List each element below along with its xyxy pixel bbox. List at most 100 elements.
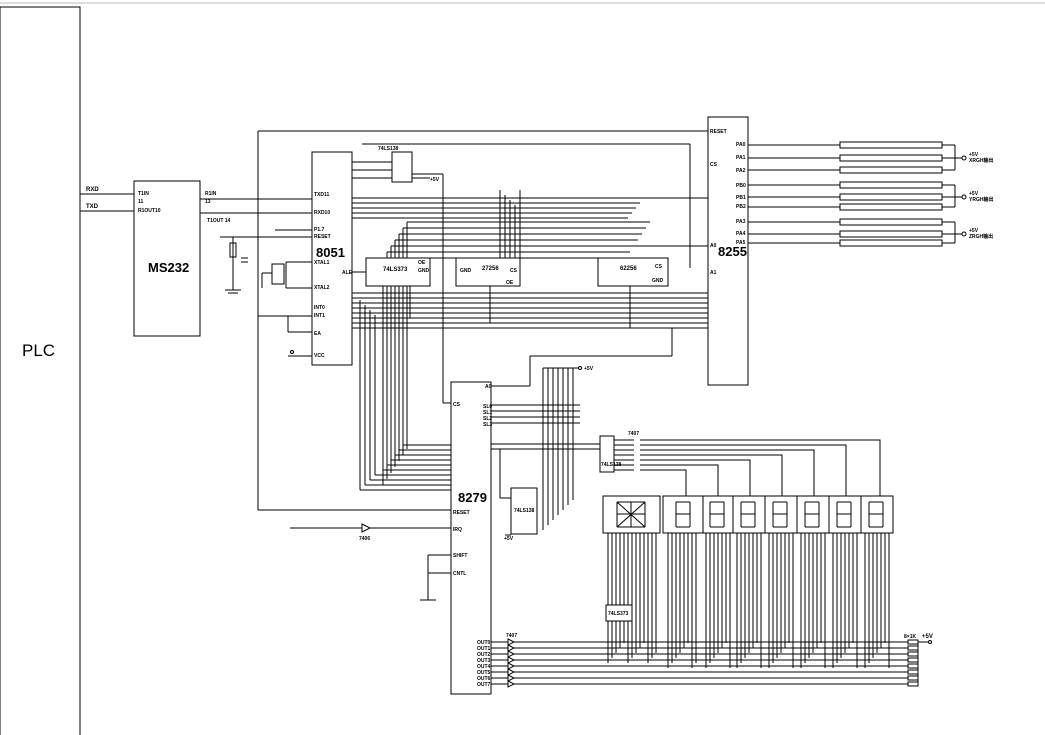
latch-pin-oe: OE xyxy=(418,260,426,266)
kbd-pin-sl0: SL0 xyxy=(483,404,492,410)
mcu-pin-vcc: VCC xyxy=(314,353,325,359)
svg-text:PA4: PA4 xyxy=(736,231,746,237)
digit-select-lines xyxy=(614,439,881,496)
kbd-pin-shift: SHIFT xyxy=(453,553,467,559)
kbd-pin-sl3: SL3 xyxy=(483,422,492,428)
ms232-label: MS232 xyxy=(148,260,189,275)
scan-vcc-label: +5V xyxy=(584,366,594,372)
rxd-label: RXD xyxy=(86,187,99,193)
svg-text:OUT0: OUT0 xyxy=(477,640,491,646)
svg-text:OUT3: OUT3 xyxy=(477,658,491,664)
digit-decoder-label: 74LS138 xyxy=(601,462,622,468)
ms232-pin-13: 13 xyxy=(205,199,211,205)
kbd-pin-a0: A0 xyxy=(485,384,492,390)
svg-text:PA5: PA5 xyxy=(736,240,746,246)
data-bus-to-8279 xyxy=(360,444,451,491)
mcu-pin-xtal2: XTAL2 xyxy=(314,285,330,291)
eprom-label: 27256 xyxy=(482,266,499,272)
ms232-chip xyxy=(133,180,201,337)
out-z-vcc: +5V xyxy=(969,228,979,234)
kbd-pin-reset: RESET xyxy=(453,510,470,516)
svg-text:PB0: PB0 xyxy=(736,183,746,189)
svg-text:PB1: PB1 xyxy=(736,195,746,201)
mcu-8051-chip xyxy=(311,151,353,366)
plc-label: PLC xyxy=(22,341,55,360)
mcu-pin-int1: INT1 xyxy=(314,313,325,319)
svg-text:OUT5: OUT5 xyxy=(477,670,491,676)
pullup-vcc: +5V xyxy=(922,634,933,640)
kbd-8279-label: 8279 xyxy=(458,490,487,505)
display-row xyxy=(602,495,894,534)
latch-pin-gnd: GND xyxy=(418,268,430,274)
mcu-pin-txd: TXD11 xyxy=(314,192,330,198)
sram-pin-cs: CS xyxy=(655,264,663,270)
svg-text:PA2: PA2 xyxy=(736,168,746,174)
kbd-pin-cs: CS xyxy=(453,402,461,408)
kbd-pin-sl2: SL2 xyxy=(483,416,492,422)
inverter-7406 xyxy=(361,523,372,533)
digit-decoder-chip xyxy=(599,435,615,473)
mid-decoder-chip xyxy=(510,487,538,535)
out-x-vcc: +5V xyxy=(969,152,979,158)
mid-decoder-label: 74LS138 xyxy=(514,508,535,514)
mcu-pin-ale: ALE xyxy=(342,270,353,276)
mcu-pin-int0: INT0 xyxy=(314,305,325,311)
mcu-port-bus xyxy=(352,197,708,329)
kbd-pin-cntl: CNTL xyxy=(453,571,466,577)
out-z-label: ZRGH输出 xyxy=(969,233,993,240)
sram-pin-gnd: GND xyxy=(652,278,664,284)
mcu-8051-label: 8051 xyxy=(316,245,345,260)
ppi-8255-chip xyxy=(707,116,749,386)
mcu-pin-rxd: RXD10 xyxy=(314,210,330,216)
mcu-pin-ea: EA xyxy=(314,331,321,337)
mid-decoder-gnd: +5V xyxy=(504,536,514,542)
svg-text:PA0: PA0 xyxy=(736,142,746,148)
svg-text:OUT6: OUT6 xyxy=(477,676,491,682)
svg-text:OUT7: OUT7 xyxy=(477,682,491,688)
eprom-pin-gnd: GND xyxy=(460,268,472,274)
eprom-27256-chip xyxy=(455,257,521,287)
inverter-label: 7406 xyxy=(359,536,370,542)
pullup-label: 8×1K xyxy=(904,634,916,640)
out-buffer-label: 7407 xyxy=(506,633,517,639)
ms232-pin-r1in: R1IN xyxy=(205,191,217,197)
sram-62256-chip xyxy=(597,257,669,287)
svg-text:OUT1: OUT1 xyxy=(477,646,491,652)
kbd-pin-irq: IRQ xyxy=(453,527,462,533)
ppi-pin-a0: A0 xyxy=(710,243,717,249)
mcu-vcc-node xyxy=(290,350,294,354)
mcu-pin-reset: RESET xyxy=(314,234,331,240)
svg-text:OUT4: OUT4 xyxy=(477,664,491,670)
ms232-pin-t1in: T1IN xyxy=(138,191,149,197)
svg-text:OUT2: OUT2 xyxy=(477,652,491,658)
sram-label: 62256 xyxy=(620,266,637,272)
memory-data-pins xyxy=(370,285,642,328)
out-y-label: YRGH输出 xyxy=(969,196,993,203)
kbd-8279-chip xyxy=(450,381,492,695)
top-decoder-chip xyxy=(391,151,413,183)
ppi-pin-a1: A1 xyxy=(710,270,717,276)
ms232-pin-11: 11 xyxy=(138,199,144,205)
plc-block xyxy=(0,6,81,735)
mcu-pin-xtal1: XTAL1 xyxy=(314,260,330,266)
output-resistors xyxy=(748,141,967,247)
segment-lines xyxy=(607,533,890,668)
eprom-pin-oe: OE xyxy=(506,280,514,286)
dec-gnd-label: +5V xyxy=(430,177,440,183)
svg-text:PA1: PA1 xyxy=(736,155,746,161)
svg-text:PB2: PB2 xyxy=(736,204,746,210)
ppi-pin-reset: RESET xyxy=(710,129,727,135)
memory-address-lines xyxy=(383,190,708,260)
out-x-label: XRGH输出 xyxy=(969,157,993,164)
txd-label: TXD xyxy=(86,204,99,210)
ms232-pin-r1out: R1OUT10 xyxy=(138,208,161,214)
mcu-pin-p17: P1.7 xyxy=(314,227,325,233)
ppi-pin-cs: CS xyxy=(710,162,718,168)
out-buffer-lines xyxy=(491,638,932,688)
latch-373-label: 74LS373 xyxy=(383,267,408,273)
kbd-out-pins: OUT0 OUT1 OUT2 OUT3 OUT4 OUT5 OUT6 OUT7 xyxy=(477,640,491,688)
ppi-8255-label: 8255 xyxy=(718,244,747,259)
ms232-pin-t1out: T1OUT 14 xyxy=(207,218,231,224)
ppi-port-a: PA0 PA1 PA2 PB0 PB1 PB2 PA3 PA4 PA5 xyxy=(736,142,746,246)
top-decoder-label: 74LS138 xyxy=(378,146,399,152)
